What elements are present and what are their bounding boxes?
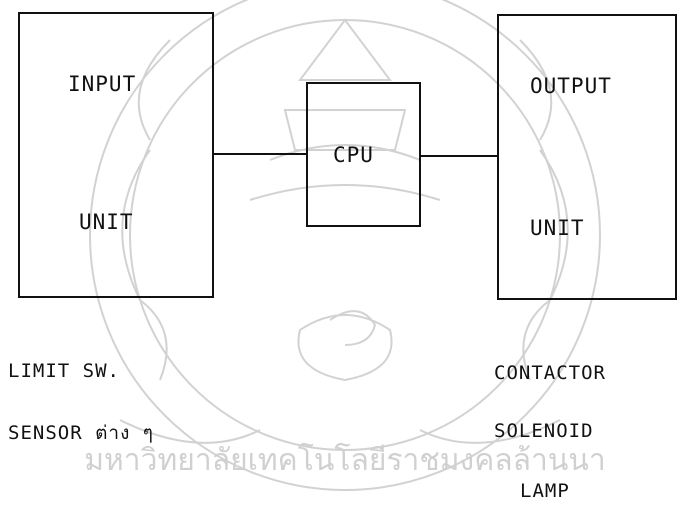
input-unit-label-line2: UNIT <box>79 210 134 234</box>
cpu-output-connection-line <box>420 155 498 157</box>
input-device-sensors: SENSOR ต่าง ๆ <box>8 422 155 444</box>
watermark-text: มหาวิทยาลัยเทคโนโลยีราชมงคลล้านนา <box>84 442 605 478</box>
input-device-limit-switch: LIMIT SW. <box>8 360 120 382</box>
cpu-label: CPU <box>333 143 374 167</box>
cpu-block <box>306 82 421 227</box>
output-device-lamp: LAMP <box>520 480 570 502</box>
output-device-solenoid: SOLENOID <box>494 420 594 442</box>
input-unit-block <box>18 12 214 298</box>
output-device-contactor: CONTACTOR <box>494 362 606 384</box>
input-unit-label-line1: INPUT <box>68 72 137 96</box>
output-unit-label-line2: UNIT <box>530 216 585 240</box>
output-unit-block <box>497 14 677 300</box>
output-unit-label-line1: OUTPUT <box>530 74 612 98</box>
input-cpu-connection-line <box>214 153 306 155</box>
